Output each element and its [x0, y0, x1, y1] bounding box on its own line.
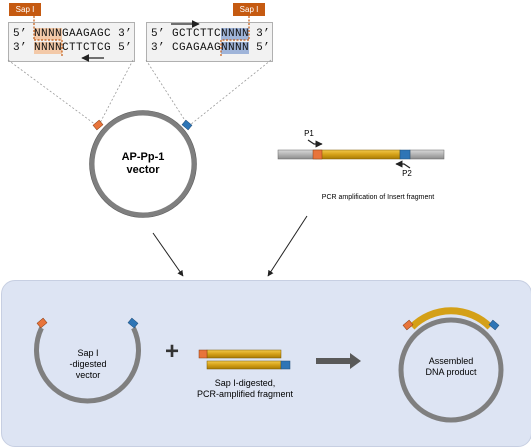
product-label: Assembled DNA product	[406, 356, 496, 378]
fragment-top-orange-end	[198, 349, 208, 359]
three-prime-label: 3’	[13, 42, 28, 54]
left-sequence-box	[8, 22, 135, 62]
five-prime-label: 5’	[151, 28, 166, 40]
assembled-blue-junction	[488, 319, 500, 331]
digested-vector-label: Sap I -digested vector	[52, 348, 124, 381]
pcr-backbone-left	[277, 149, 317, 160]
right-zoom-line-inner	[145, 59, 187, 123]
assembled-orange-junction	[402, 319, 414, 331]
digested-vector-label-line3: vector	[75, 370, 101, 380]
left-seq-line1: 5’ NNNNGAAGAGC 3’	[13, 28, 132, 40]
plus-sign: +	[164, 338, 179, 365]
right-overhang-top: NNNN	[221, 28, 250, 40]
vector-label-line2: vector	[126, 164, 160, 176]
primer2-label: P2	[402, 169, 412, 178]
product-label-line1: Assembled	[428, 356, 474, 366]
right-site-top: GCTCTTC	[172, 28, 222, 40]
pcr-backbone-right	[409, 149, 445, 160]
right-cut-marks	[220, 16, 250, 56]
fragment-label-line2: PCR-amplified fragment	[196, 389, 294, 399]
left-sapi-label: Sap I	[9, 3, 41, 16]
pcr-orange-end	[312, 149, 323, 160]
assembled-insert	[409, 307, 493, 330]
vector-to-assembly-arrow	[152, 232, 184, 277]
digested-vector-orange-end	[36, 317, 48, 329]
fragment-top-strand	[206, 349, 282, 359]
fragment-bottom-blue-end	[280, 360, 291, 370]
right-zoom-line-outer	[189, 59, 272, 126]
five-prime-label: 5’	[118, 42, 133, 54]
fragment-label: Sap I-digested, PCR-amplified fragment	[190, 378, 300, 400]
fragment-label-line1: Sap I-digested,	[214, 378, 276, 388]
vector-blue-site	[181, 119, 193, 131]
left-site-bottom: CTTCTCG	[62, 42, 112, 54]
three-prime-label: 3’	[151, 42, 166, 54]
digested-vector-label-line2: -digested	[69, 359, 107, 369]
fragment-to-assembly-arrow	[267, 215, 308, 277]
primer1-arrow	[307, 139, 323, 148]
primer1-label: P1	[304, 129, 314, 138]
digested-vector-blue-end	[127, 317, 139, 329]
pcr-blue-end	[399, 149, 411, 160]
right-seq-line1: 5’ GCTCTTCNNNN 3’	[151, 28, 270, 40]
digested-vector-label-line1: Sap I	[77, 348, 99, 358]
three-prime-label: 3’	[256, 28, 271, 40]
left-zoom-line-outer	[7, 59, 97, 126]
vector-plasmid	[89, 110, 197, 218]
left-seq-line2: 3’ NNNNCTTCTCG 5’	[13, 42, 132, 54]
assembly-process-arrow	[316, 353, 361, 369]
left-cut-marks	[33, 16, 63, 56]
three-prime-label: 3’	[118, 28, 133, 40]
left-overhang-top: NNNN	[34, 28, 63, 40]
vector-label-line1: AP-Pp-1	[121, 151, 165, 163]
left-site-top: GAAGAGC	[62, 28, 112, 40]
five-prime-label: 5’	[256, 42, 271, 54]
vector-label: AP-Pp-1 vector	[103, 151, 183, 177]
right-seq-line2: 3’ CGAGAAGNNNN 5’	[151, 42, 270, 54]
right-sequence-box	[146, 22, 273, 62]
vector-plasmid-edge	[89, 110, 197, 218]
product-label-line2: DNA product	[425, 367, 477, 377]
pcr-caption: PCR amplification of Insert fragment	[321, 194, 435, 201]
vector-orange-site	[92, 119, 104, 131]
primer2-arrow	[395, 160, 411, 169]
left-overhang-bottom: NNNN	[34, 42, 63, 54]
pcr-insert	[315, 149, 401, 160]
right-site-bottom: CGAGAAG	[172, 42, 222, 54]
fragment-bottom-strand	[206, 360, 282, 370]
right-sapi-label: Sap I	[233, 3, 265, 16]
digested-vector-arc	[34, 326, 141, 404]
assembled-backbone	[398, 317, 504, 423]
right-overhang-bottom: NNNN	[221, 42, 250, 54]
five-prime-label: 5’	[13, 28, 28, 40]
